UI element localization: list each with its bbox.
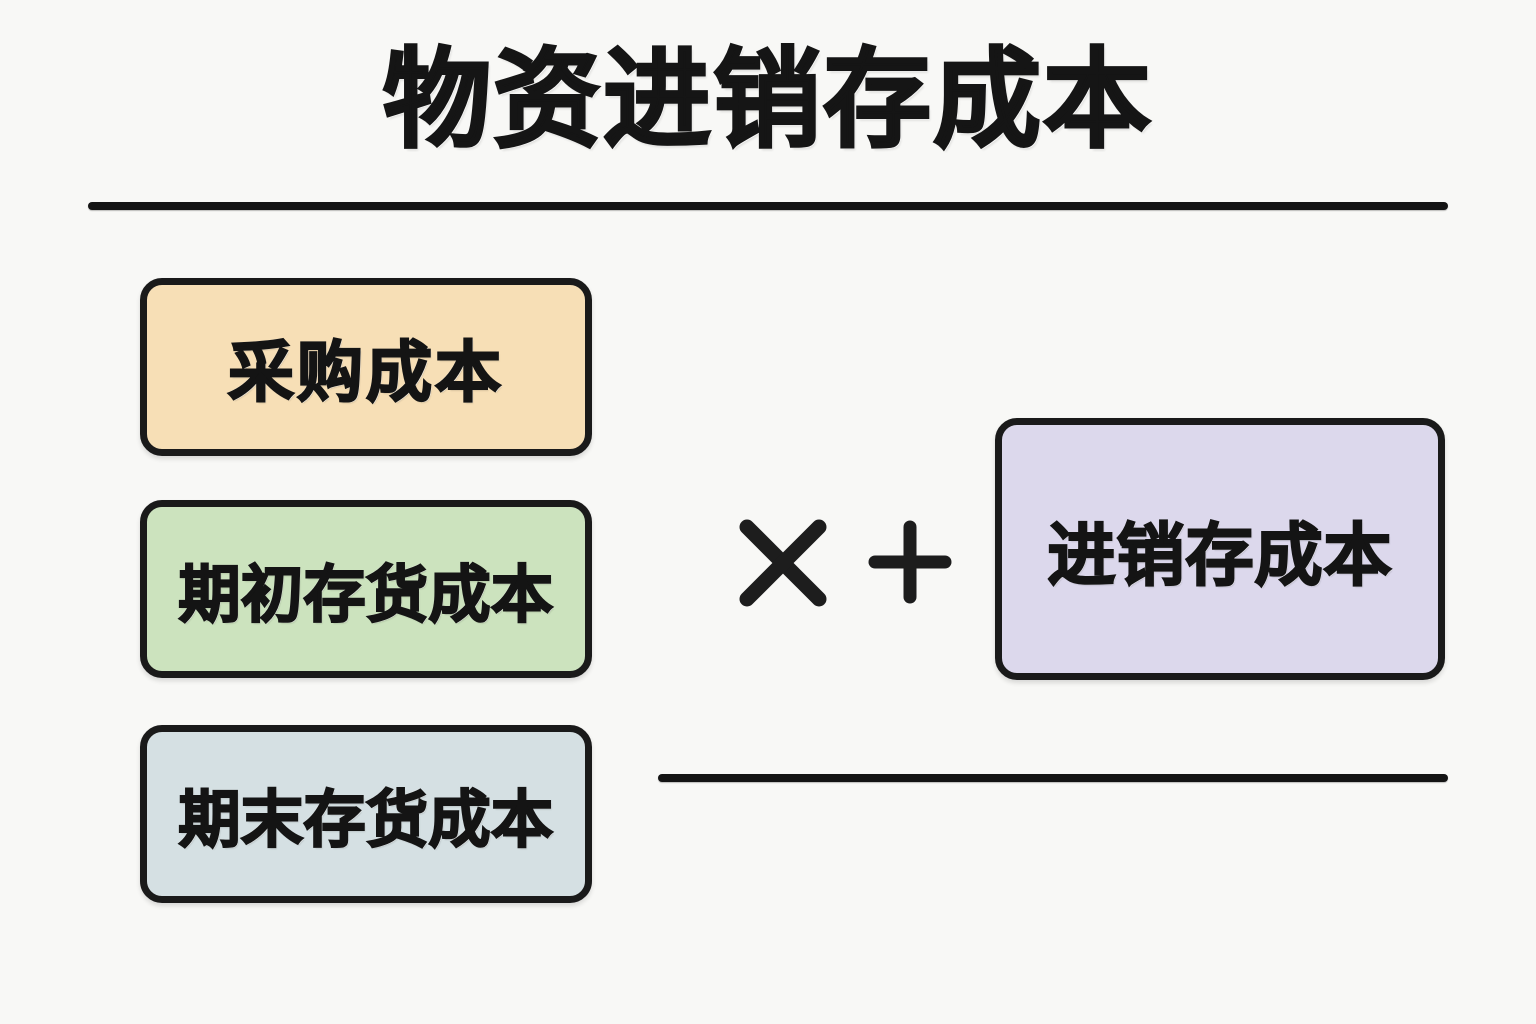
multiply-icon <box>735 515 831 611</box>
formula-box-label-opening-inventory-cost: 期初存货成本 <box>177 560 554 631</box>
plus-icon <box>866 518 954 606</box>
page-title: 物资进销存成本 <box>382 38 1153 162</box>
formula-box-result-cost[interactable]: 进销存成本 <box>995 418 1445 680</box>
formula-box-label-purchase-cost: 采购成本 <box>227 334 504 410</box>
bottom-divider <box>658 774 1448 782</box>
formula-box-purchase-cost[interactable]: 采购成本 <box>140 278 592 456</box>
top-divider <box>88 202 1448 210</box>
formula-box-label-closing-inventory-cost: 期末存货成本 <box>177 785 554 856</box>
formula-box-closing-inventory-cost[interactable]: 期末存货成本 <box>140 725 592 903</box>
formula-box-label-result-cost: 进销存成本 <box>1046 517 1393 595</box>
formula-box-opening-inventory-cost[interactable]: 期初存货成本 <box>140 500 592 678</box>
